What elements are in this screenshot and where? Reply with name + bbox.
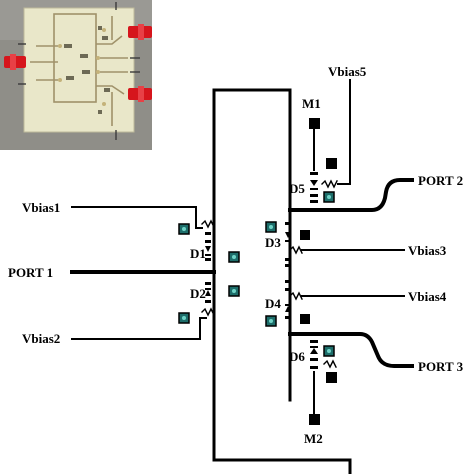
diode-d3-icon: [285, 222, 291, 267]
connector-port3-icon: [128, 86, 152, 102]
d3-label: D3: [265, 235, 281, 250]
lower-trace: [212, 330, 352, 462]
vbias5-line: [337, 79, 351, 185]
vbias4-label: Vbias4: [408, 289, 447, 304]
diode-d1-icon: [205, 232, 211, 261]
port3-label: PORT 3: [418, 359, 464, 374]
vbias2-label: Vbias2: [22, 331, 60, 346]
ground-pad-icon: [326, 372, 337, 383]
pcb-photo: [0, 0, 152, 150]
diode-d4-icon: [285, 280, 291, 319]
port2-label: PORT 2: [418, 173, 463, 188]
connector-port1-icon: [4, 54, 26, 70]
ground-pad-icon: [309, 414, 320, 425]
diode-d6-icon: [310, 340, 318, 369]
port3-line: [288, 332, 414, 368]
vbias3-label: Vbias3: [408, 243, 447, 258]
d1-label: D1: [190, 246, 206, 261]
m2-label: M2: [304, 431, 323, 446]
ground-pad-icon: [300, 230, 310, 240]
connector-port2-icon: [128, 24, 152, 40]
vbias1-label: Vbias1: [22, 200, 60, 215]
ground-pad-icon: [309, 118, 320, 129]
vbias1-line: [71, 206, 203, 229]
ground-pad-icon: [300, 314, 310, 324]
d5-label: D5: [289, 181, 305, 196]
d2-label: D2: [190, 286, 206, 301]
vbias2-line: [71, 317, 207, 340]
m1-label: M1: [302, 96, 321, 111]
ground-pad-icon: [326, 158, 337, 169]
board-substrate: [23, 7, 135, 133]
diode-d5-icon: [310, 172, 318, 203]
diode-d2-icon: [205, 282, 211, 303]
upper-trace: [212, 88, 292, 210]
port2-line: [288, 178, 414, 212]
d6-label: D6: [289, 349, 305, 364]
vbias5-label: Vbias5: [328, 64, 367, 79]
pcb-photo-icon: [0, 0, 152, 150]
port1-label: PORT 1: [8, 265, 53, 280]
d4-label: D4: [265, 296, 281, 311]
